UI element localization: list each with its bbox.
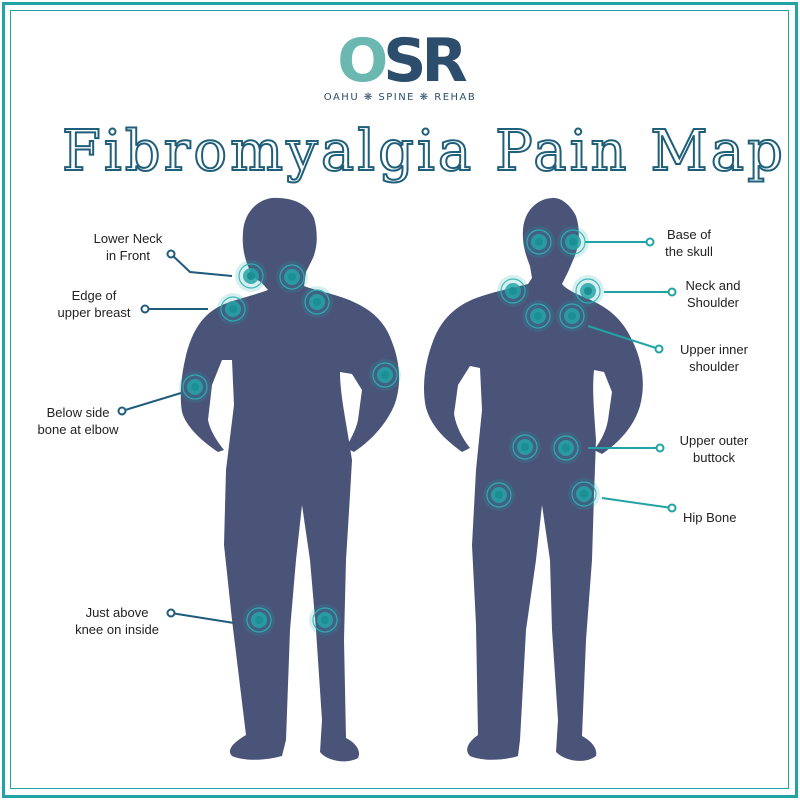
- back-figure: [424, 197, 643, 761]
- callout-dot-inner-shoulder: [654, 344, 664, 354]
- tender-point-elbow-left: [178, 370, 212, 404]
- tender-point-buttock-right: [549, 431, 583, 465]
- label-knee: Just above knee on inside: [62, 604, 172, 638]
- logo-tagline: OAHU ❋ SPINE ❋ REHAB: [323, 92, 477, 103]
- label-elbow-text: Below side bone at elbow: [37, 405, 119, 437]
- label-neck-shoulder: Neck and Shoulder: [668, 277, 758, 311]
- label-knee-text: Just above knee on inside: [75, 605, 159, 637]
- label-lower-neck: Lower Neck in Front: [78, 230, 178, 264]
- label-lower-neck-text: Lower Neck in Front: [93, 231, 163, 263]
- tender-point-skull-right: [556, 225, 590, 259]
- front-figure: [180, 197, 400, 762]
- label-skull-text: Base of the skull: [665, 227, 713, 259]
- front-silhouette: [180, 197, 400, 762]
- callout-line-elbow: [121, 392, 182, 412]
- tender-point-lower-neck-right: [275, 260, 309, 294]
- callout-dot-hip: [667, 503, 677, 513]
- label-upper-breast: Edge of upper breast: [44, 287, 144, 321]
- callout-line-knee: [170, 612, 235, 624]
- tender-point-hip-right: [567, 477, 601, 511]
- label-elbow: Below side bone at elbow: [28, 404, 128, 438]
- tender-point-buttock-left: [508, 430, 542, 464]
- tender-point-upper-breast-right: [300, 285, 334, 319]
- callout-dot-buttock: [655, 443, 665, 453]
- tender-point-lower-neck-left: [234, 259, 268, 293]
- page-title: Fibromyalgia Pain Map: [61, 118, 786, 185]
- label-inner-shoulder-text: Upper inner shoulder: [680, 342, 748, 374]
- callout-line-hip: [601, 497, 673, 509]
- callout-line-lower-neck: [170, 253, 233, 277]
- callout-dot-skull: [645, 237, 655, 247]
- tender-point-inner-shoulder-left: [521, 299, 555, 333]
- label-neck-shoulder-text: Neck and Shoulder: [685, 278, 741, 310]
- tender-point-neck-shoulder-left: [496, 274, 530, 308]
- label-hip-text: Hip Bone: [683, 510, 737, 525]
- label-buttock-text: Upper outer buttock: [679, 433, 749, 465]
- label-upper-breast-text: Edge of upper breast: [57, 288, 131, 320]
- tender-point-elbow-right: [368, 358, 402, 392]
- tender-point-knee-right: [308, 603, 342, 637]
- logo-letters: OSR: [337, 26, 467, 96]
- label-hip: Hip Bone: [683, 509, 763, 526]
- label-buttock: Upper outer buttock: [664, 432, 764, 466]
- callout-dot-lower-neck: [166, 249, 176, 259]
- label-inner-shoulder: Upper inner shoulder: [664, 341, 764, 375]
- back-callouts: [585, 237, 677, 513]
- tender-point-inner-shoulder-right: [555, 299, 589, 333]
- osr-logo: OSR OAHU ❋ SPINE ❋ REHAB: [318, 30, 482, 110]
- tender-point-upper-breast-left: [216, 292, 250, 326]
- back-silhouette: [424, 197, 643, 761]
- callout-dot-neck-shoulder: [667, 287, 677, 297]
- callout-line-inner-shoulder: [587, 325, 660, 350]
- label-skull: Base of the skull: [648, 226, 730, 260]
- callout-dot-upper-breast: [140, 304, 150, 314]
- tender-point-hip-left: [482, 478, 516, 512]
- tender-point-knee-left: [242, 603, 276, 637]
- callout-dot-elbow: [117, 406, 127, 416]
- callout-dot-knee: [166, 608, 176, 618]
- inner-frame: [10, 10, 789, 789]
- tender-point-skull-left: [522, 225, 556, 259]
- front-callouts: [117, 249, 235, 624]
